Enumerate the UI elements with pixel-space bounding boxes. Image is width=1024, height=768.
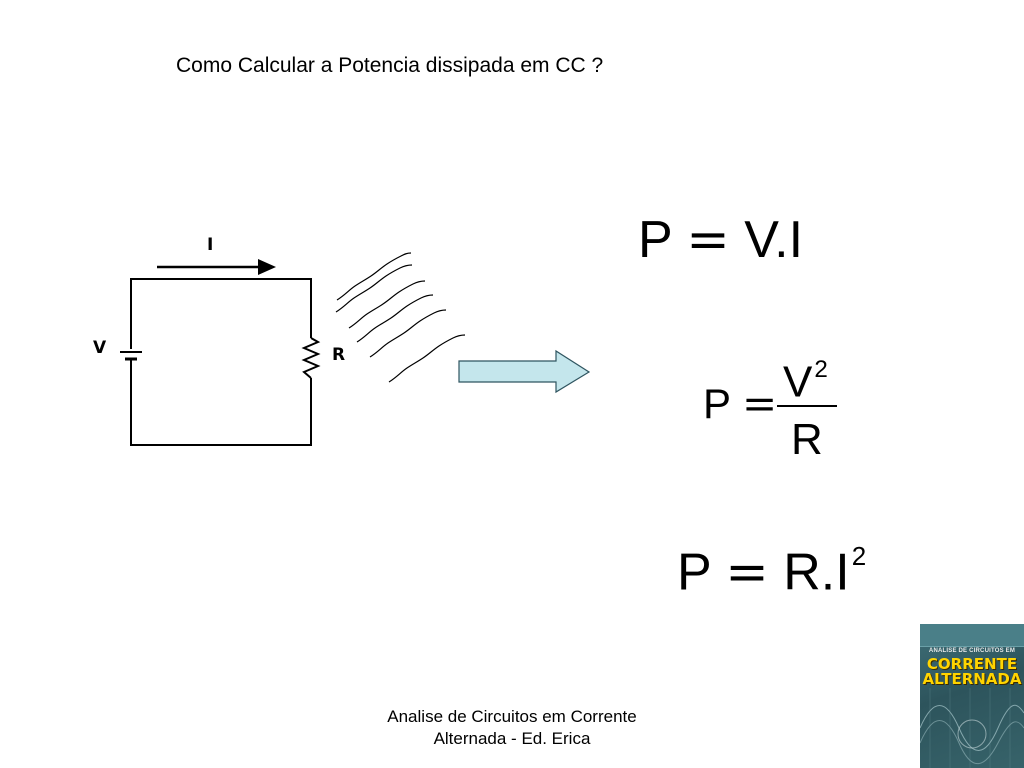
book-cover-subtitle: ANALISE DE CIRCUITOS EM (928, 648, 1016, 654)
current-label: I (207, 235, 213, 255)
resistor-symbol (301, 337, 321, 379)
current-arrow (157, 259, 276, 275)
eq2-numerator-base: V (783, 357, 813, 407)
eq1-lhs: P (638, 211, 672, 269)
fraction-bar (777, 405, 837, 407)
voltage-label: V (93, 338, 107, 358)
eq3-rhs: R.I (783, 543, 850, 602)
eq2-equals: = (741, 379, 778, 428)
book-cover-title-line1: CORRENTE (926, 655, 1018, 673)
heat-waves (335, 252, 466, 383)
battery-symbol (120, 351, 142, 361)
eq3-exponent: 2 (851, 541, 867, 571)
book-cover-title: CORRENTE ALTERNADA (920, 657, 1024, 687)
eq1-equals: = (686, 210, 730, 270)
eq2-numerator-exponent: 2 (814, 356, 828, 383)
resistor-label: R (332, 345, 345, 365)
book-cover-title-line2: ALTERNADA (922, 670, 1022, 688)
book-cover-waveform-graphic (920, 688, 1024, 768)
equation-power-v2r-lhs: P = (703, 380, 777, 428)
eq2-lhs: P (703, 380, 731, 427)
book-cover-header (920, 624, 1024, 647)
eq2-denominator: R (791, 415, 823, 464)
circuit-wire (130, 278, 312, 446)
eq2-numerator: V2 (783, 344, 828, 408)
footer-citation: Analise de Circuitos em Corrente Alterna… (340, 706, 684, 750)
page-title: Como Calcular a Potencia dissipada em CC… (176, 54, 604, 77)
footer-line1: Analise de Circuitos em Corrente (387, 707, 637, 726)
eq3-lhs: P (677, 543, 711, 602)
equation-power-ri2: P = R.I2 (677, 526, 866, 603)
eq1-rhs: V.I (744, 211, 804, 269)
book-cover-image: ANALISE DE CIRCUITOS EM CORRENTE ALTERNA… (920, 624, 1024, 768)
equation-power-vi: P = V.I (638, 210, 803, 270)
block-arrow (458, 349, 591, 394)
eq3-equals: = (725, 542, 769, 603)
footer-line2: Alternada - Ed. Erica (433, 729, 591, 748)
